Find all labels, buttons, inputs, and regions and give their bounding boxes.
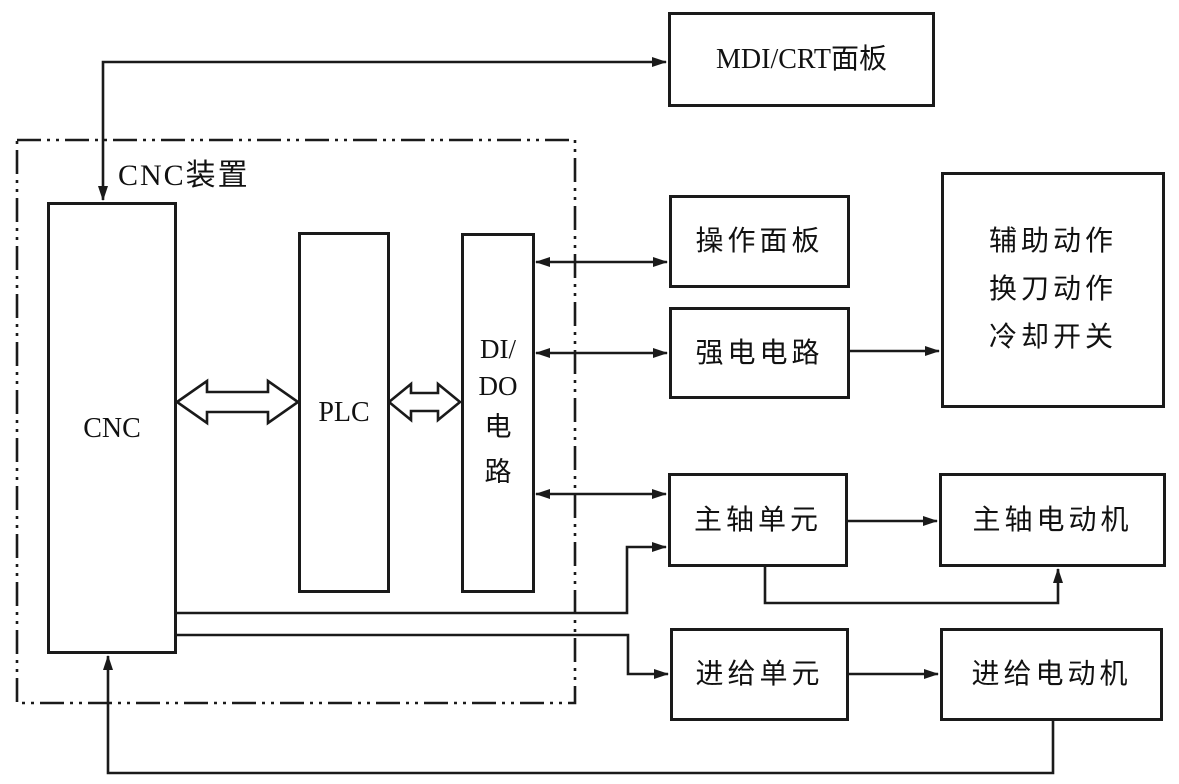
box-mdi-crt-panel-label: MDI/CRT面板 <box>716 44 887 75</box>
box-dido-line4: 路 <box>484 457 512 487</box>
box-cnc-label: CNC <box>83 412 141 444</box>
box-feed-motor-label: 进给电动机 <box>971 659 1132 690</box>
cnc-unit-label: CNC装置 <box>118 159 250 192</box>
box-aux-line2: 换刀动作 <box>988 274 1117 305</box>
box-cnc: CNC <box>47 202 177 654</box>
wire-cnc-feed-unit <box>177 633 669 679</box>
box-feed-unit-label: 进给单元 <box>695 659 824 690</box>
box-spindle-unit-label: 主轴单元 <box>693 504 822 536</box>
box-spindle-unit: 主轴单元 <box>668 473 848 567</box>
box-operation-panel-label: 操作面板 <box>695 226 824 257</box>
box-aux-line3: 冷却开关 <box>988 322 1117 353</box>
box-spindle-motor-label: 主轴电动机 <box>972 504 1133 536</box>
wire-cnc-spindle-unit <box>177 542 667 615</box>
wire-cnc-mdi <box>98 57 667 201</box>
box-dido-line1: DI/ <box>480 334 516 364</box>
box-aux-line1: 辅助动作 <box>988 226 1117 257</box>
wire-spindle-unit-motor-bottom <box>763 567 1063 605</box>
box-feed-motor: 进给电动机 <box>940 628 1163 721</box>
box-power-circuit-label: 强电电路 <box>695 337 824 369</box>
box-dido-line3: 电 <box>484 412 512 442</box>
hollow-double-arrow-cnc-plc <box>174 378 301 426</box>
box-dido-line2: DO <box>478 371 518 401</box>
box-dido-circuit: DI/ DO 电 路 <box>461 233 535 593</box>
box-feed-unit: 进给单元 <box>670 628 849 721</box>
box-power-circuit: 强电电路 <box>669 307 850 399</box>
box-spindle-motor: 主轴电动机 <box>939 473 1166 567</box>
hollow-double-arrow-plc-dido <box>386 381 463 423</box>
wire-feed-motor-feedback-cnc <box>103 655 1055 775</box>
box-plc: PLC <box>298 232 390 593</box>
box-aux-actions: 辅助动作 换刀动作 冷却开关 <box>941 172 1165 408</box>
box-mdi-crt-panel: MDI/CRT面板 <box>668 12 935 107</box>
box-operation-panel: 操作面板 <box>669 195 850 288</box>
box-plc-label: PLC <box>318 397 370 428</box>
